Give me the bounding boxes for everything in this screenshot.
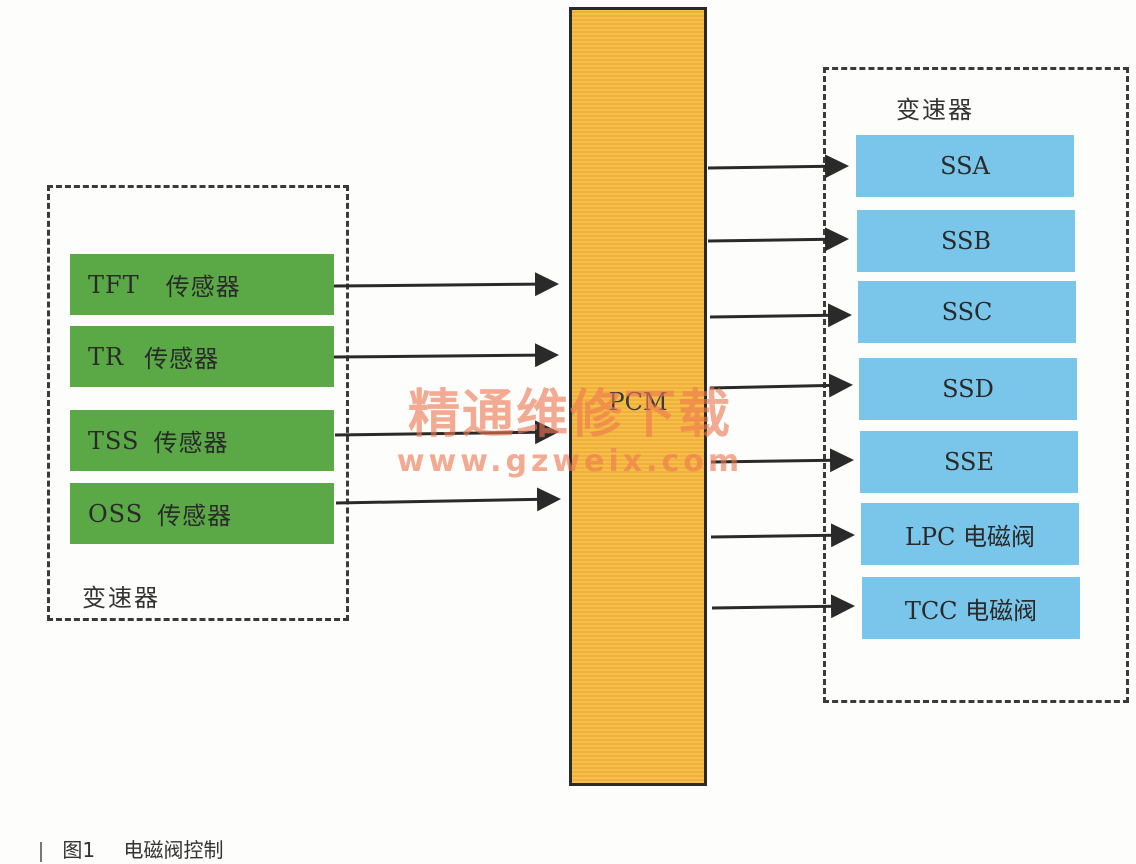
sensor-box-tr: TR 传感器 (70, 326, 334, 387)
arrow-pcm-to-ssa (707, 154, 849, 179)
arrow-pcm-to-tcc (711, 594, 855, 619)
figure-title: 电磁阀控制 (123, 838, 224, 862)
output-label: SSE (944, 448, 994, 476)
sensor-code: TSS (88, 426, 140, 455)
arrow-oss-to-pcm (335, 487, 561, 512)
output-label: SSB (940, 227, 992, 255)
arrow-tr-to-pcm (333, 343, 559, 368)
output-box-lpc: LPC 电磁阀 (861, 503, 1079, 565)
output-box-ssd: SSD (859, 358, 1077, 420)
pcm-block: PCM (569, 7, 707, 786)
output-box-ssb: SSB (857, 210, 1075, 272)
figure-caption: 图1 电磁阀控制 (40, 834, 223, 863)
output-label: LPC 电磁阀 (904, 522, 1036, 551)
sensor-code: TFT (88, 270, 140, 299)
caption-bar (40, 841, 42, 862)
sensor-box-tss: TSS 传感器 (70, 410, 334, 471)
input-group-transmission (47, 185, 349, 621)
output-label: SSA (940, 152, 990, 180)
sensor-suffix: 传感器 (165, 273, 241, 301)
pcm-label: PCM (608, 388, 668, 416)
sensor-code: OSS (88, 499, 144, 528)
sensor-box-tft: TFT 传感器 (70, 254, 334, 315)
output-box-ssa: SSA (856, 135, 1074, 197)
output-box-sse: SSE (860, 431, 1078, 493)
sensor-suffix: 传感器 (153, 429, 229, 457)
sensor-box-oss: OSS 传感器 (70, 483, 334, 544)
arrow-tft-to-pcm (333, 272, 559, 297)
sensor-suffix: 传感器 (157, 502, 233, 530)
output-box-ssc: SSC (858, 281, 1076, 343)
output-box-tcc: TCC 电磁阀 (862, 577, 1080, 639)
output-group-label: 变速器 (896, 96, 974, 124)
arrow-pcm-to-ssd (709, 373, 853, 398)
sensor-code: TR (88, 342, 125, 371)
output-label: SSC (941, 298, 993, 326)
arrow-pcm-to-ssb (707, 227, 849, 252)
figure-number: 图1 (62, 838, 96, 862)
arrow-tss-to-pcm (334, 420, 559, 445)
arrow-pcm-to-ssc (709, 303, 852, 328)
arrow-pcm-to-lpc (710, 523, 855, 548)
output-label: TCC 电磁阀 (904, 596, 1038, 625)
output-label: SSD (942, 375, 994, 403)
arrow-pcm-to-sse (710, 448, 854, 473)
sensor-suffix: 传感器 (144, 345, 220, 373)
input-group-label: 变速器 (82, 584, 160, 612)
